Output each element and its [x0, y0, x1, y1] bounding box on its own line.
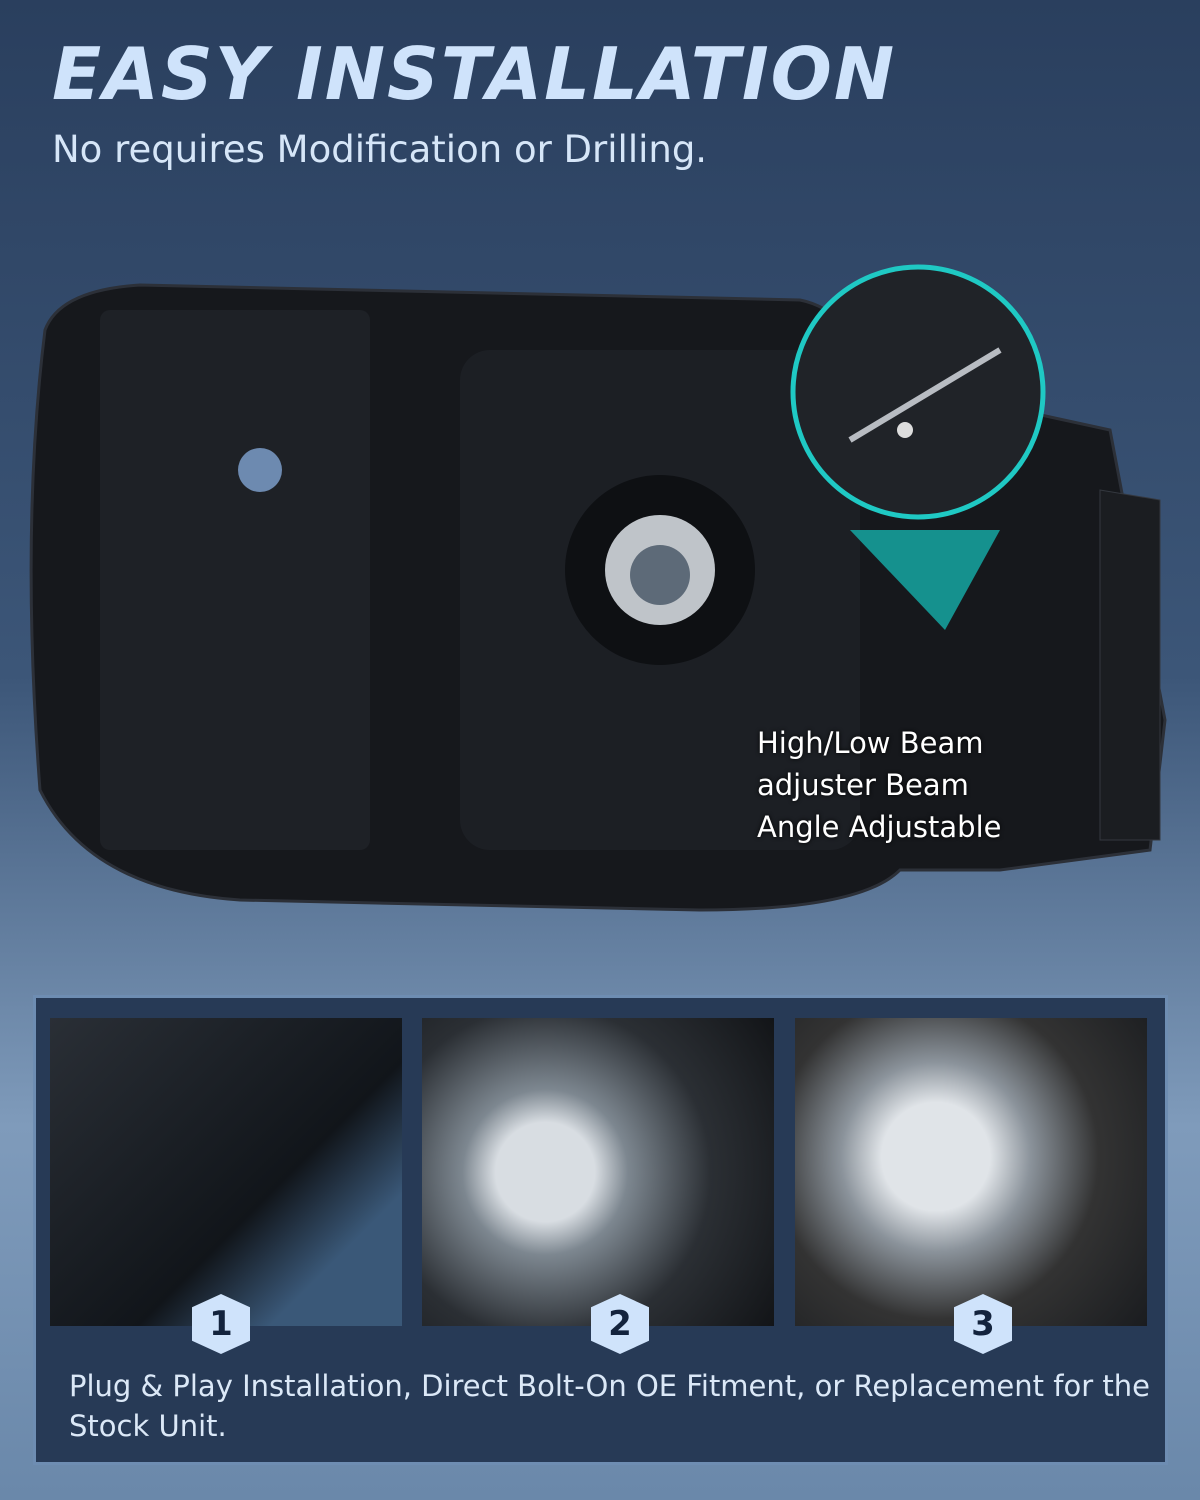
step-1-badge: 1	[192, 1294, 250, 1354]
beam-adjuster-caption: High/Low Beam adjuster Beam Angle Adjust…	[757, 726, 1002, 844]
installation-steps-panel: 1 2 3 Plug & Play Installation, Direct B…	[33, 995, 1168, 1465]
step-3-photo	[795, 1018, 1147, 1326]
step-2-photo	[422, 1018, 774, 1326]
page-subtitle: No requires Modification or Drilling.	[52, 128, 708, 171]
headlight-rear-image	[29, 264, 1167, 912]
step-3-badge: 3	[954, 1294, 1012, 1354]
step-1-photo	[50, 1018, 402, 1326]
steps-description: Plug & Play Installation, Direct Bolt-On…	[69, 1369, 1150, 1443]
step-2-badge: 2	[591, 1294, 649, 1354]
page-title: EASY INSTALLATION	[52, 32, 897, 116]
